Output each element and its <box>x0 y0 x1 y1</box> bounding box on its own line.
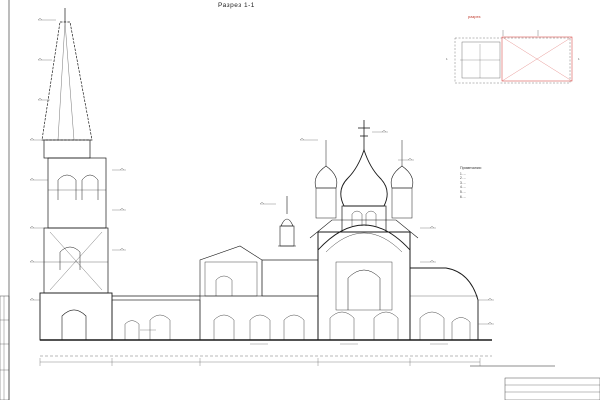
svg-text:1: 1 <box>446 57 448 61</box>
note-item: 1. ... <box>460 171 467 176</box>
key-plan: 1 1 <box>446 30 580 84</box>
dimension-line <box>39 358 481 366</box>
key-plan-label: разрез <box>468 14 481 19</box>
refectory <box>111 245 319 341</box>
main-church <box>309 120 419 341</box>
note-item: 2. ... <box>460 176 467 181</box>
notes-heading: Примечания: <box>460 166 482 170</box>
note-item: 4. ... <box>460 185 467 190</box>
note-item: 5. ... <box>460 189 467 194</box>
notes-block: Примечания: 1. ... 2. ... 3. ... 4. ... … <box>460 166 590 199</box>
note-item: 6. ... <box>460 194 467 199</box>
section-title: Разрез 1-1 <box>218 2 255 9</box>
note-item: 3. ... <box>460 180 467 185</box>
bell-tower <box>39 8 113 341</box>
apse <box>410 267 479 340</box>
svg-text:1: 1 <box>578 57 580 61</box>
small-cupola <box>278 196 296 247</box>
level-markers <box>29 17 494 345</box>
